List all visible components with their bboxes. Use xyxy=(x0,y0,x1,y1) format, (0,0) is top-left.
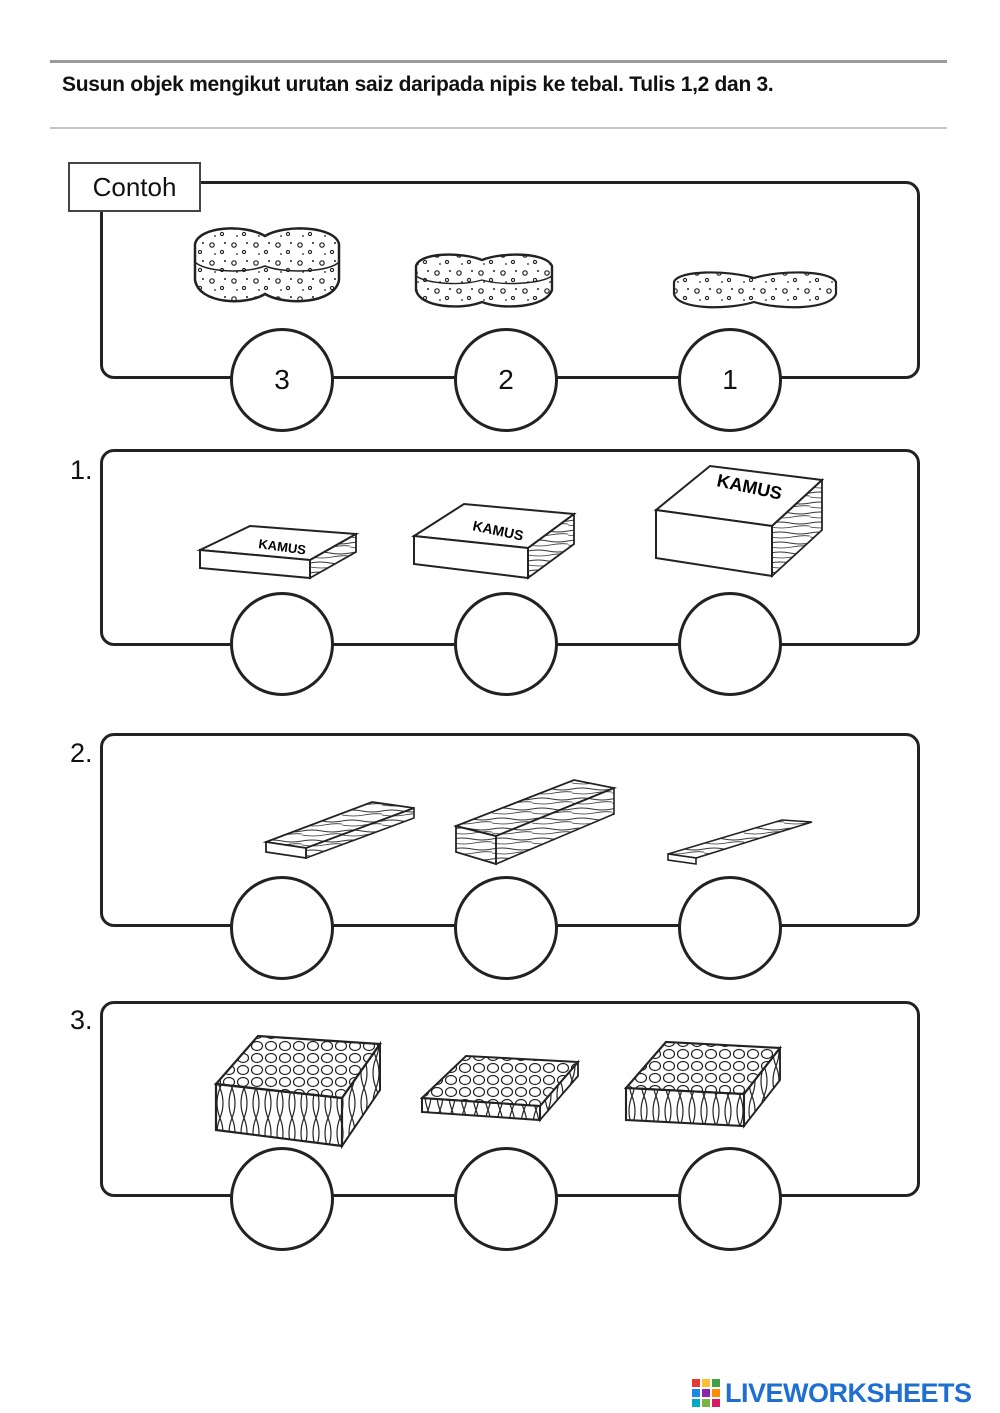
example-label: Contoh xyxy=(68,162,201,212)
question-3-answer-circle-1[interactable] xyxy=(230,1147,334,1251)
logo-square xyxy=(702,1379,710,1387)
liveworksheets-logo: LIVEWORKSHEETS xyxy=(692,1378,972,1408)
question-3-answer-circle-3[interactable] xyxy=(678,1147,782,1251)
liveworksheets-logo-text: LIVEWORKSHEETS xyxy=(725,1377,972,1408)
sponge-medium-image xyxy=(414,253,554,308)
logo-square xyxy=(692,1389,700,1397)
logo-square xyxy=(692,1379,700,1387)
plank-thin-image xyxy=(667,819,813,865)
logo-square xyxy=(702,1399,710,1407)
book-thin-image: KAMUS xyxy=(196,524,360,580)
logo-square xyxy=(712,1379,720,1387)
question-2-answer-circle-2[interactable] xyxy=(454,876,558,980)
instruction-text: Susun objek mengikut urutan saiz daripad… xyxy=(62,73,774,96)
book-medium-image: KAMUS xyxy=(411,502,577,580)
logo-square xyxy=(702,1389,710,1397)
example-answer-circle-1: 3 xyxy=(230,328,334,432)
question-2-number: 2. xyxy=(70,738,93,768)
plank-thick-image xyxy=(453,779,618,866)
question-1-answer-circle-1[interactable] xyxy=(230,592,334,696)
cracker-thick-image xyxy=(213,1034,383,1150)
sponge-thin-image xyxy=(672,271,838,309)
question-1-answer-circle-3[interactable] xyxy=(678,592,782,696)
cracker-medium-image xyxy=(623,1040,783,1129)
plank-medium-image xyxy=(262,801,415,860)
example-answer-circle-3: 1 xyxy=(678,328,782,432)
sponge-thick-image xyxy=(193,227,341,303)
question-3-number: 3. xyxy=(70,1005,93,1035)
question-1-answer-circle-2[interactable] xyxy=(454,592,558,696)
top-rule xyxy=(50,60,947,63)
cracker-thin-image xyxy=(419,1054,581,1123)
question-2-answer-circle-3[interactable] xyxy=(678,876,782,980)
book-thin-title: KAMUS xyxy=(258,536,308,558)
logo-square xyxy=(712,1399,720,1407)
question-3-answer-circle-2[interactable] xyxy=(454,1147,558,1251)
bottom-rule xyxy=(50,127,947,129)
question-2-answer-circle-1[interactable] xyxy=(230,876,334,980)
logo-square xyxy=(712,1389,720,1397)
logo-square xyxy=(692,1399,700,1407)
question-1-number: 1. xyxy=(70,455,93,485)
liveworksheets-logo-icon xyxy=(692,1379,720,1407)
example-answer-circle-2: 2 xyxy=(454,328,558,432)
book-thick-image: KAMUS xyxy=(653,464,825,579)
